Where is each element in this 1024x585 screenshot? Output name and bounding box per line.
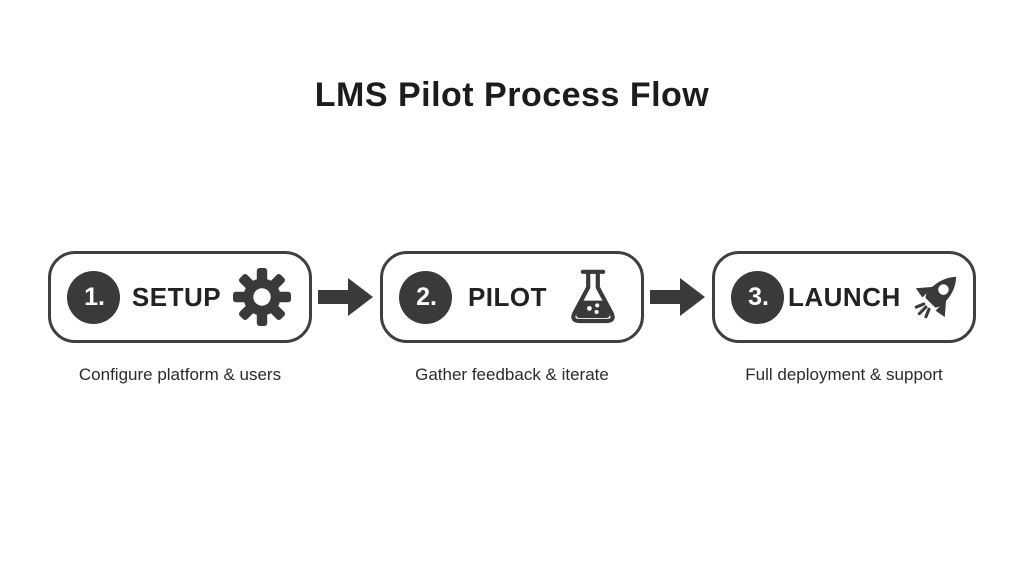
arrow-right-icon bbox=[312, 251, 380, 343]
arrow-right-icon bbox=[644, 251, 712, 343]
step-box-setup: 1. SETUP bbox=[48, 251, 312, 343]
step-pilot: 2. PILOT Gather feedback & iterate bbox=[380, 251, 644, 385]
gear-icon bbox=[233, 268, 291, 326]
step-box-pilot: 2. PILOT bbox=[380, 251, 644, 343]
rocket-icon bbox=[905, 266, 967, 328]
step-number-badge: 3. bbox=[731, 270, 784, 324]
process-flow: 1. SETUP bbox=[48, 251, 976, 385]
step-label: LAUNCH bbox=[788, 281, 901, 312]
step-setup: 1. SETUP bbox=[48, 251, 312, 385]
step-box-launch: 3. LAUNCH bbox=[712, 251, 976, 343]
flask-icon bbox=[563, 266, 623, 328]
page-title: LMS Pilot Process Flow bbox=[314, 76, 710, 114]
step-caption: Gather feedback & iterate bbox=[415, 365, 609, 384]
step-number-badge: 2. bbox=[399, 270, 452, 324]
step-launch: 3. LAUNCH Full deployment & support bbox=[712, 251, 976, 385]
step-label: SETUP bbox=[131, 281, 222, 312]
step-caption: Full deployment & support bbox=[745, 365, 943, 384]
step-caption: Configure platform & users bbox=[78, 365, 282, 384]
step-label: PILOT bbox=[467, 281, 548, 312]
step-number-badge: 1. bbox=[67, 270, 120, 324]
